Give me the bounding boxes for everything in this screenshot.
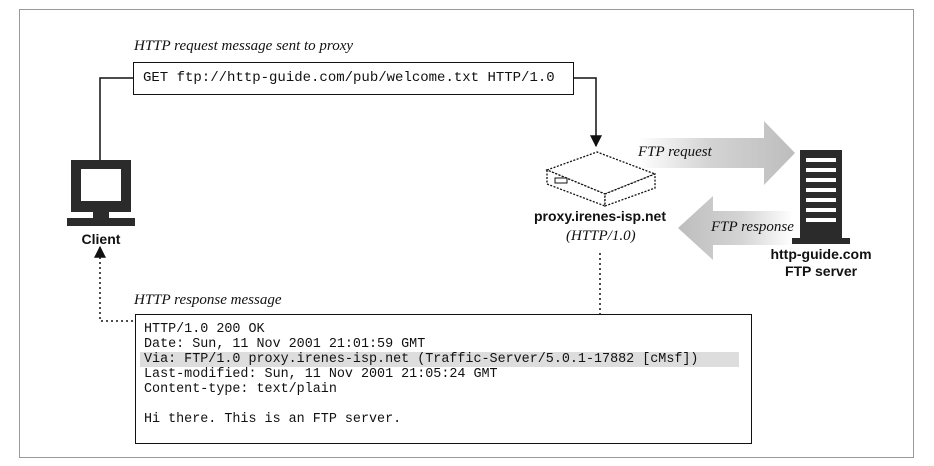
response-message-box: HTTP/1.0 200 OK Date: Sun, 11 Nov 2001 2… [135,314,752,444]
response-status-line: HTTP/1.0 200 OK [144,322,265,337]
ftp-response-arrow [678,196,793,260]
request-message-box: GET ftp://http-guide.com/pub/welcome.txt… [133,62,574,95]
response-caption: HTTP response message [134,292,282,308]
proxy-protocol: (HTTP/1.0) [566,228,636,244]
proxy-name: proxy.irenes-isp.net [533,208,666,224]
computer-icon [67,160,135,226]
response-date-header: Date: Sun, 11 Nov 2001 21:01:59 GMT [144,337,426,352]
ftp-response-label: FTP response [711,219,794,235]
client-label: Client [81,231,121,247]
server-name: http-guide.com [770,246,872,262]
request-to-proxy-arrow [574,77,602,148]
response-last-modified-header: Last-modified: Sun, 11 Nov 2001 21:05:24… [144,367,498,382]
ftp-request-arrow [638,121,795,185]
ftp-request-label: FTP request [638,144,712,160]
response-body-text: Hi there. This is an FTP server. [144,412,402,427]
response-blank-line [144,397,751,412]
server-type: FTP server [784,263,858,279]
request-line: GET ftp://http-guide.com/pub/welcome.txt… [143,70,555,86]
client-to-request-line [99,77,133,160]
server-tower-icon [792,150,850,244]
proxy-to-client-dotted-arrow [94,245,601,322]
response-content-type-header: Content-type: text/plain [144,382,337,397]
request-caption: HTTP request message sent to proxy [134,38,354,54]
proxy-box-icon [545,151,657,207]
response-via-header: Via: FTP/1.0 proxy.irenes-isp.net (Traff… [140,352,739,367]
